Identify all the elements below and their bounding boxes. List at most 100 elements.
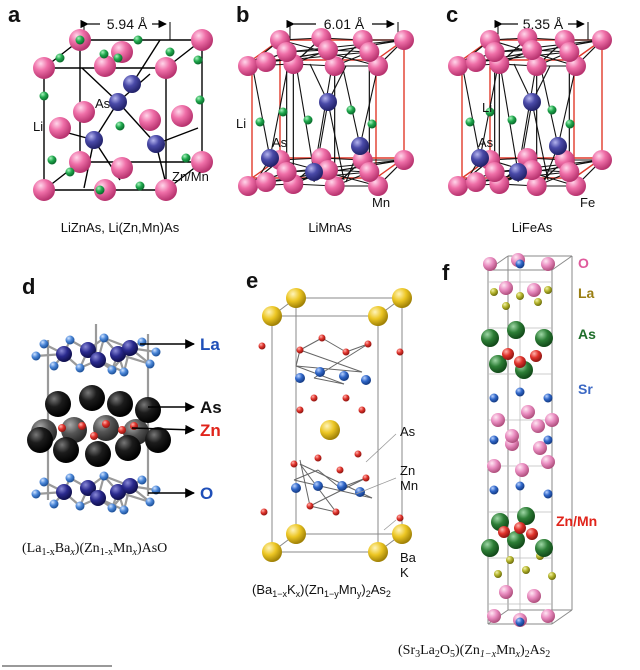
lightblue-atom-d: [119, 505, 129, 515]
element-label-c-as: As: [478, 135, 494, 150]
pink-atom-c: [526, 56, 547, 76]
zigzag-bond-e: [309, 505, 337, 513]
atoms-b: [238, 28, 414, 196]
sr-atom-f: [515, 617, 525, 627]
leader-lines-e: [355, 433, 397, 531]
lightblue-atom-d: [49, 499, 59, 509]
sr-atom-f: [543, 393, 553, 403]
pink-atom-c: [522, 160, 542, 180]
lightblue-atom-d: [119, 367, 129, 377]
pink-atom-b: [324, 56, 345, 76]
pink-atom-f: [541, 455, 555, 469]
lightblue-atom-d: [151, 347, 161, 357]
pink-atom-a: [191, 29, 213, 51]
caption-d: (La1-xBax)(Zn1-xMnx)AsO: [22, 541, 167, 558]
pink-atom-b: [324, 176, 345, 196]
panel-label-a: a: [8, 2, 21, 27]
black-atom-d: [79, 385, 105, 411]
olive-atom-f: [490, 288, 498, 296]
pink-atom-f: [499, 281, 513, 295]
element-label-e-as: As: [400, 424, 416, 439]
element-label-e-k: K: [400, 565, 409, 580]
pink-atom-a: [73, 101, 95, 123]
olive-atom-f: [522, 566, 530, 574]
pink-atom-c: [448, 176, 468, 196]
pink-atom-b: [238, 56, 258, 76]
yellow-atom-e: [286, 524, 306, 544]
sr-atom-f: [515, 259, 525, 269]
zigzag-bond-e: [293, 469, 319, 481]
green-atom-c: [565, 119, 575, 129]
zigzag-bond-e: [299, 349, 363, 373]
element-label-d-o: O: [200, 484, 213, 503]
blue-atom-e: [315, 367, 325, 377]
cell-edge-f: [551, 609, 573, 625]
pink-atom-b: [238, 176, 258, 196]
blue-atom-c: [471, 149, 489, 167]
lightblue-atom-d: [49, 361, 59, 371]
navy-atom-d: [80, 342, 96, 358]
element-label-f-o: O: [578, 255, 589, 271]
panel-label-e: e: [246, 268, 258, 293]
pink-atom-a: [155, 179, 177, 201]
zigzag-bond-e: [313, 377, 345, 385]
dimension-label-b: 6.01 Å: [324, 16, 365, 32]
pink-atom-f: [531, 419, 545, 433]
green-atom-c: [507, 115, 517, 125]
element-label-a-znmn: Zn/Mn: [172, 169, 209, 184]
pink-atom-f: [527, 283, 541, 297]
sr-atom-f: [543, 435, 553, 445]
lightblue-atom-d: [31, 351, 41, 361]
darkgreen-atom-f: [481, 329, 499, 347]
pink-atom-f: [487, 459, 501, 473]
sr-atom-f: [489, 435, 499, 445]
zigzag-bond-e: [317, 469, 341, 489]
pink-atom-c: [466, 52, 486, 72]
green-atom-a: [133, 35, 143, 45]
navy-atom-d: [110, 484, 126, 500]
red-atom-e: [310, 394, 318, 402]
red-atom-d: [58, 424, 66, 432]
unit-cell-f: [487, 255, 573, 625]
element-label-f-as: As: [578, 326, 596, 342]
darkgreen-atom-f: [489, 355, 507, 373]
panel-a: a 5.94 Å As Li Zn/Mn LiZnAs, Li(Zn,Mn)As: [8, 2, 213, 235]
darkgreen-atom-f: [517, 507, 535, 525]
black-atom-d: [53, 437, 79, 463]
pink-atom-a: [191, 151, 213, 173]
black-atom-d: [27, 427, 53, 453]
blue-atom-e: [313, 481, 323, 491]
pink-atom-f: [499, 585, 513, 599]
sr-atom-f: [489, 393, 499, 403]
pink-atom-b: [318, 40, 338, 60]
lightblue-atom-d: [137, 337, 147, 347]
zigzag-bond-e: [309, 477, 367, 507]
green-atom-c: [547, 105, 557, 115]
lightblue-atom-d: [39, 477, 49, 487]
pink-atom-b: [318, 160, 338, 180]
blue-atom-b: [351, 137, 369, 155]
green-atom-a: [39, 91, 49, 101]
element-label-b-li: Li: [236, 116, 246, 131]
pink-atom-c: [484, 162, 505, 182]
blue-atom-a: [109, 93, 127, 111]
panel-f: f O La As Sr Zn/Mn (Sr3La2O5)(Zn1−xMnx)2…: [398, 253, 597, 660]
panel-c: c 5.35 Å Li As Fe LiFeAs: [446, 2, 612, 235]
atoms-d: [27, 333, 171, 515]
pink-atom-a: [94, 179, 116, 201]
atoms-a: [33, 29, 213, 201]
bond-c: [539, 63, 559, 147]
element-label-d-zn: Zn: [200, 421, 221, 440]
olive-atom-f: [506, 556, 514, 564]
element-label-e-ba: Ba: [400, 550, 417, 565]
element-label-f-znmn: Zn/Mn: [556, 513, 597, 529]
green-atom-a: [195, 95, 205, 105]
red-atom-e: [260, 508, 268, 516]
panel-label-d: d: [22, 274, 35, 299]
net-bond-c: [494, 39, 603, 53]
sr-atom-f: [515, 387, 525, 397]
blue-atom-a: [123, 75, 141, 93]
navy-atom-d: [122, 340, 138, 356]
element-label-f-sr: Sr: [578, 381, 593, 397]
element-label-c-fe: Fe: [580, 195, 595, 210]
